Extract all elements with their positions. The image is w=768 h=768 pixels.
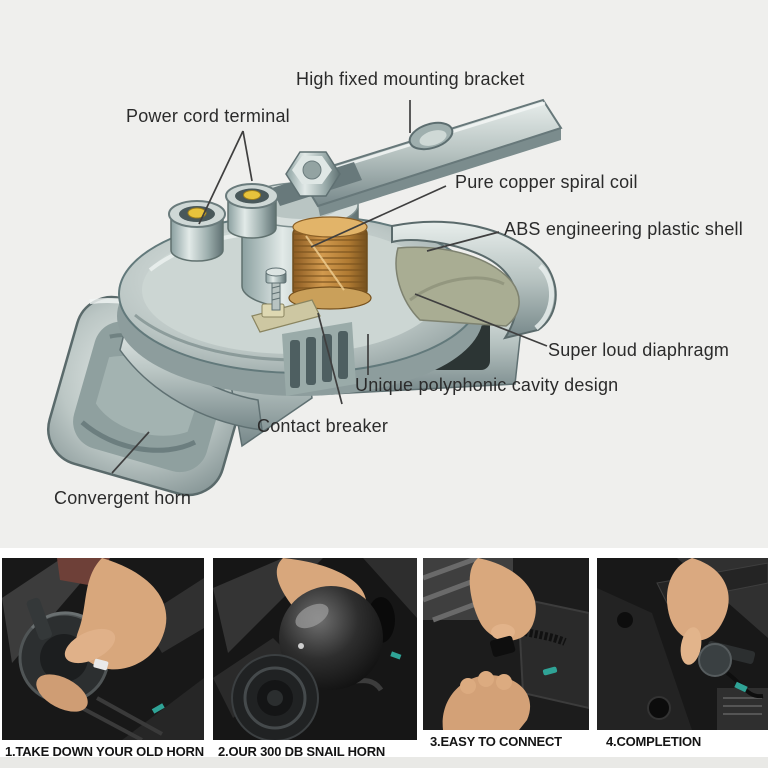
abs-shell-part bbox=[391, 220, 557, 340]
step-photo-1: 1.TAKE DOWN YOUR OLD HORN bbox=[2, 558, 204, 759]
step-caption-3: 3.EASY TO CONNECT bbox=[430, 734, 562, 749]
hand bbox=[666, 558, 729, 641]
pointing-finger bbox=[680, 627, 702, 665]
terminal-contact bbox=[243, 190, 261, 200]
label-abs-engineering-plastic-shell: ABS engineering plastic shell bbox=[504, 219, 743, 239]
leader-coil bbox=[310, 185, 447, 248]
label-unique-polyphonic-cavity-design: Unique polyphonic cavity design bbox=[355, 375, 619, 395]
leader-terminal-left bbox=[198, 130, 244, 225]
step-photo-2: 2.OUR 300 DB SNAIL HORN bbox=[213, 558, 417, 759]
photo-snail-horn bbox=[213, 558, 417, 740]
installation-steps-strip: 1.TAKE DOWN YOUR OLD HORN bbox=[0, 548, 768, 768]
terminal-contact bbox=[187, 207, 207, 219]
leader-terminal-right bbox=[242, 130, 253, 182]
corrugated-wire bbox=[514, 626, 567, 646]
label-super-loud-diaphragm: Super loud diaphragm bbox=[548, 340, 730, 360]
diaphragm-part bbox=[395, 246, 520, 327]
step-caption-1: 1.TAKE DOWN YOUR OLD HORN bbox=[5, 744, 204, 759]
copper-coil-part bbox=[288, 216, 372, 310]
label-high-fixed-mounting-bracket: High fixed mounting bracket bbox=[296, 69, 525, 89]
vent-slats bbox=[282, 322, 356, 396]
mounting-bracket-part bbox=[272, 98, 563, 216]
label-convergent-horn: Convergent horn bbox=[54, 488, 192, 508]
hand bbox=[36, 674, 88, 712]
step-photo-4: 4.COMPLETION bbox=[597, 558, 768, 749]
leader-diaphragm bbox=[414, 293, 548, 347]
horn-illustration bbox=[47, 98, 563, 497]
snail-horn-face bbox=[231, 654, 319, 740]
connector bbox=[489, 635, 516, 657]
leader-breaker bbox=[317, 312, 343, 405]
horn-cutaway-diagram: High fixed mounting bracket Power cord t… bbox=[47, 69, 743, 508]
bottom-gray-bar bbox=[0, 757, 768, 768]
leader-lines bbox=[111, 100, 548, 474]
photo-remove-old-horn bbox=[2, 558, 204, 740]
hand bbox=[469, 558, 536, 641]
photo-connect-wire bbox=[423, 558, 589, 730]
step-photo-3: 3.EASY TO CONNECT bbox=[423, 558, 589, 749]
power-cord-terminal-parts bbox=[168, 183, 279, 262]
installed-horn bbox=[698, 643, 732, 677]
step-caption-2: 2.OUR 300 DB SNAIL HORN bbox=[218, 744, 386, 759]
leader-horn bbox=[111, 431, 150, 474]
contact-breaker-part bbox=[251, 267, 321, 333]
label-contact-breaker: Contact breaker bbox=[257, 416, 389, 436]
label-pure-copper-spiral-coil: Pure copper spiral coil bbox=[455, 172, 638, 192]
label-power-cord-terminal: Power cord terminal bbox=[126, 106, 290, 126]
leader-shell bbox=[426, 231, 500, 252]
step-caption-4: 4.COMPLETION bbox=[606, 734, 702, 749]
photo-completed-install bbox=[597, 558, 768, 730]
